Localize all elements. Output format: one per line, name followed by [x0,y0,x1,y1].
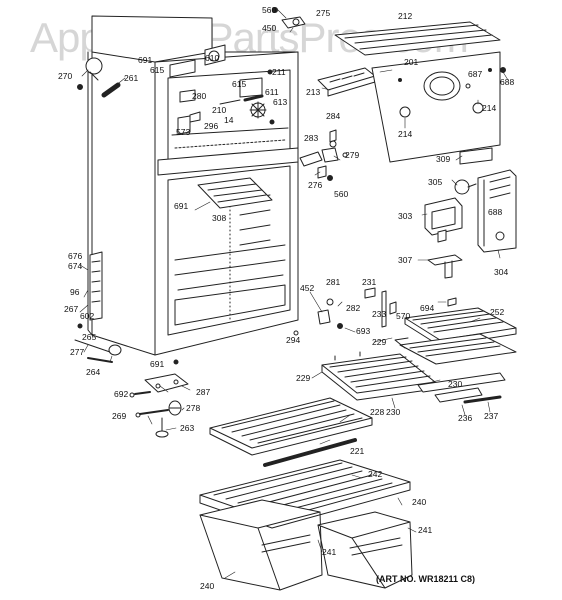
callout-275: 275 [316,8,331,18]
callout-241: 241 [322,547,337,557]
crisper-shelves [394,307,517,365]
callout-264: 264 [86,367,101,377]
callout-279: 279 [345,150,360,160]
callout-613: 613 [273,97,288,107]
callout-211: 211 [272,67,286,77]
callout-265: 265 [82,332,97,342]
callout-242: 242 [368,469,383,479]
callout-214: 214 [482,103,497,113]
leader-lines [79,9,509,579]
callout-210: 210 [212,105,227,115]
crisper-drawers-240 [199,499,413,591]
callout-240: 240 [200,581,215,591]
callout-610: 610 [205,53,220,63]
callout-96: 96 [70,287,80,297]
callout-691: 691 [150,359,165,369]
callout-309: 309 [436,154,451,164]
art-number: (ART NO. WR18211 C8) [376,574,476,584]
callout-241: 241 [418,525,433,535]
callout-233: 233 [372,309,387,319]
callout-305: 305 [428,177,443,187]
callout-228: 228 [370,407,385,417]
callout-284: 284 [326,111,341,121]
shelf-308 [197,177,273,209]
callout-229: 229 [296,373,311,383]
bracket-275 [272,7,306,29]
callout-688: 688 [500,77,515,87]
callout-231: 231 [362,277,377,287]
bottom-left-parts [74,323,189,438]
callout-230: 230 [448,379,463,389]
callout-307: 307 [398,255,413,265]
callout-296: 296 [204,121,219,131]
rails-230-237 [417,372,506,404]
callout-214: 214 [398,129,413,139]
callout-304: 304 [494,267,509,277]
callout-450: 450 [262,23,277,33]
callout-281: 281 [326,277,341,287]
control-housing-303 [424,197,463,243]
cabinet [87,15,299,356]
freezer-top-parts [77,44,275,135]
small-parts-231-570 [293,287,457,336]
callout-692: 692 [114,389,129,399]
callout-573: 573 [176,127,191,137]
callout-694: 694 [420,303,435,313]
callout-303: 303 [398,211,413,221]
callout-691: 691 [174,201,189,211]
callout-308: 308 [212,213,227,223]
callout-14: 14 [224,115,234,125]
callout-687: 687 [468,69,483,79]
callout-280: 280 [192,91,207,101]
evaporator-cover-201 [371,51,506,163]
label-plate-309 [459,147,493,165]
callout-452: 452 [300,283,315,293]
callout-615: 615 [232,79,247,89]
callout-252: 252 [490,307,505,317]
callout-278: 278 [186,403,201,413]
shelf-228 [209,397,373,456]
callout-236: 236 [458,413,473,423]
callout-263: 263 [180,423,195,433]
callout-560: 560 [334,189,349,199]
callout-287: 287 [196,387,211,397]
callout-676: 676 [68,251,83,261]
ice-tray-213 [317,67,376,97]
callout-560: 560 [262,5,277,15]
callout-267: 267 [64,304,79,314]
callout-270: 270 [58,71,73,81]
callout-294: 294 [286,335,301,345]
callout-201: 201 [404,57,419,67]
callout-212: 212 [398,11,413,21]
callout-602: 602 [80,311,95,321]
duct-304 [477,169,517,253]
callout-693: 693 [356,326,371,336]
callout-688: 688 [488,207,503,217]
callout-261: 261 [124,73,139,83]
callout-283: 283 [304,133,319,143]
callout-230: 230 [386,407,401,417]
wire-shelf-229 [321,351,436,401]
callout-213: 213 [306,87,321,97]
callout-277: 277 [70,347,85,357]
callout-691: 691 [138,55,153,65]
callout-674: 674 [68,261,83,271]
callout-282: 282 [346,303,361,313]
callout-237: 237 [484,411,499,421]
callout-276: 276 [308,180,323,190]
callout-611: 611 [265,87,279,97]
knob-305 [454,179,477,195]
callout-221: 221 [350,446,365,456]
callout-615: 615 [150,65,165,75]
mid-small-parts [299,129,348,181]
callout-229: 229 [372,337,387,347]
bracket-307 [427,254,463,279]
callout-240: 240 [412,497,427,507]
rail-221 [263,438,357,467]
callout-269: 269 [112,411,127,421]
freezer-shelf-212 [334,21,501,56]
callout-570: 570 [396,311,411,321]
